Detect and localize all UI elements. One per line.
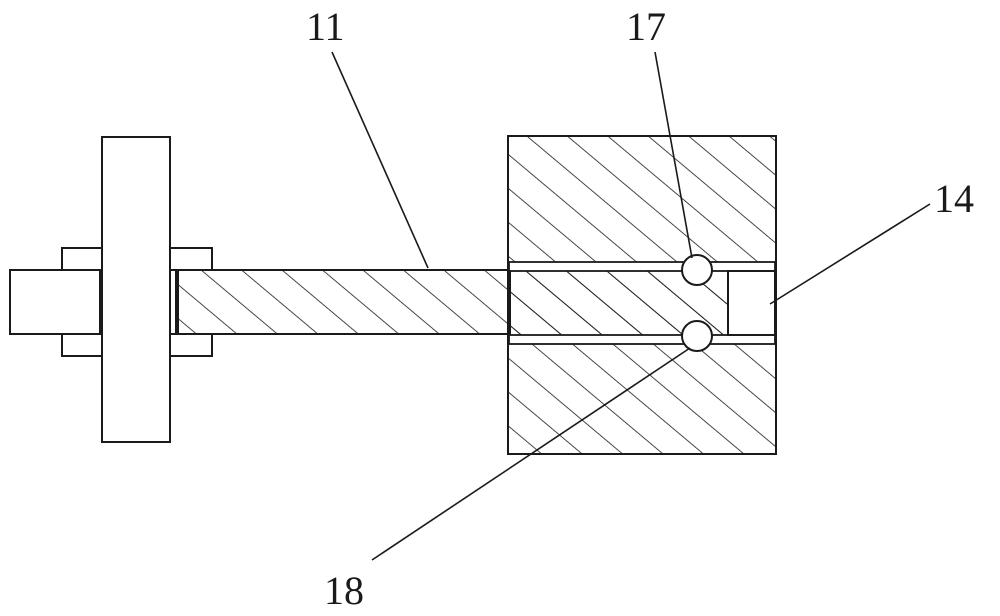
upper-ball xyxy=(681,254,713,286)
label-14: 14 xyxy=(934,176,974,221)
label-11: 11 xyxy=(306,4,345,49)
leader-line-18 xyxy=(371,347,691,561)
lower-channel xyxy=(508,334,776,345)
leader-line-14 xyxy=(769,203,931,305)
label-17: 17 xyxy=(626,4,666,49)
shaft-end-stub xyxy=(9,269,101,335)
leader-line-11 xyxy=(331,51,429,269)
insert xyxy=(727,270,776,336)
disc xyxy=(101,136,171,443)
leader-line-17 xyxy=(654,51,693,259)
label-18: 18 xyxy=(324,568,364,613)
shaft xyxy=(175,269,511,335)
lower-ball xyxy=(681,320,713,352)
upper-channel xyxy=(508,261,776,272)
